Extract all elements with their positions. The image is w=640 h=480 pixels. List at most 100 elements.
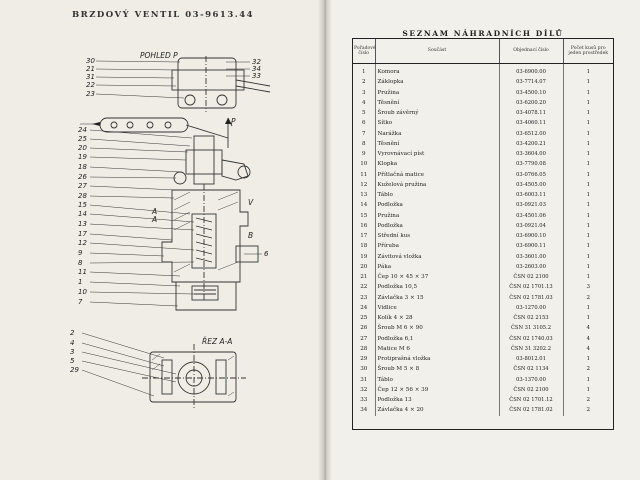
part-number: 34 bbox=[353, 405, 376, 416]
part-number: 28 bbox=[353, 343, 376, 354]
part-number: 4 bbox=[353, 97, 376, 108]
section-mark-v: V bbox=[248, 198, 254, 207]
view-label-pohled: POHLED P bbox=[140, 51, 178, 60]
part-number: 14 bbox=[353, 200, 376, 211]
quantity: 1 bbox=[586, 171, 591, 178]
callout-31: 31 bbox=[86, 73, 95, 81]
order-code: ČSN 02 2153 bbox=[499, 313, 564, 324]
callout-9: 9 bbox=[78, 249, 83, 257]
quantity: 1 bbox=[586, 222, 591, 229]
order-code: ČSN 02 2100 bbox=[499, 272, 564, 283]
quantity: 1 bbox=[586, 181, 591, 188]
quantity: 1 bbox=[586, 120, 591, 127]
order-code: 03-3604.00 bbox=[499, 149, 564, 160]
order-code: 03-7790.08 bbox=[499, 159, 564, 170]
quantity: 1 bbox=[586, 315, 591, 321]
order-code: 03-7714.07 bbox=[499, 77, 564, 88]
part-name: Kolík 4 × 28 bbox=[375, 313, 500, 324]
part-number: 17 bbox=[353, 231, 376, 242]
quantity: 1 bbox=[586, 161, 591, 168]
callout-18: 18 bbox=[78, 163, 87, 171]
quantity: 1 bbox=[586, 79, 591, 86]
callout-3: 3 bbox=[70, 348, 74, 356]
order-code: 03-4505.00 bbox=[499, 179, 564, 190]
part-name: Kuželová pružina bbox=[375, 179, 500, 190]
top-view-lever bbox=[235, 79, 271, 87]
callout-10: 10 bbox=[78, 288, 87, 296]
order-code: ČSN 02 1701.13 bbox=[499, 282, 564, 293]
header-order-code: Objednací číslo bbox=[499, 39, 564, 64]
lower-spring bbox=[191, 285, 219, 301]
callout-32: 32 bbox=[252, 58, 261, 66]
quantity: 1 bbox=[586, 110, 591, 116]
callout-30: 30 bbox=[86, 57, 95, 65]
order-code: 03-6900.00 bbox=[499, 63, 564, 78]
order-code: 03-4060.11 bbox=[499, 118, 564, 129]
order-code: 03-4501.06 bbox=[499, 210, 564, 221]
quantity: 2 bbox=[586, 366, 591, 373]
order-code: 03-3601.00 bbox=[499, 251, 564, 262]
part-number: 32 bbox=[353, 384, 376, 395]
parts-table: Pořadové číslo Součást Objednací číslo P… bbox=[353, 39, 613, 416]
top-view-pin-left bbox=[184, 94, 196, 106]
part-name: Příruba bbox=[375, 241, 500, 252]
callout-27: 27 bbox=[78, 182, 87, 190]
part-name: Záklopka bbox=[375, 77, 500, 88]
part-name: Pružina bbox=[375, 210, 500, 221]
part-name: Táblo bbox=[375, 374, 500, 385]
order-code: 03-0766.05 bbox=[499, 169, 564, 180]
section-body bbox=[149, 351, 237, 403]
callout-25: 25 bbox=[78, 135, 87, 143]
order-code: 03-8012.01 bbox=[499, 354, 564, 365]
part-number: 23 bbox=[353, 292, 376, 303]
callout-8: 8 bbox=[78, 259, 83, 267]
order-code: ČSN 02 1781.02 bbox=[499, 405, 564, 416]
lever-arm bbox=[221, 159, 249, 181]
callout-17: 17 bbox=[78, 230, 87, 238]
part-number: 20 bbox=[353, 261, 376, 272]
force-label: P bbox=[231, 117, 236, 126]
order-code: ČSN 02 1740.03 bbox=[499, 333, 564, 344]
order-code: 03-6900.10 bbox=[499, 231, 564, 242]
part-name: Podložka bbox=[375, 220, 500, 231]
part-name: Narážka bbox=[375, 128, 500, 139]
callout-23: 23 bbox=[86, 90, 95, 98]
part-name: Podložka 13 bbox=[375, 395, 500, 406]
header-quantity: Počet kusů pro jeden prostředek bbox=[563, 39, 613, 64]
top-view-bracket bbox=[171, 69, 245, 91]
order-code: 03-2603.00 bbox=[499, 261, 564, 272]
lever-link bbox=[185, 124, 229, 139]
part-name: Protiprašná vložka bbox=[375, 354, 500, 365]
quantity: 1 bbox=[586, 212, 591, 219]
part-name: Klopka bbox=[375, 159, 500, 170]
quantity: 1 bbox=[586, 151, 591, 157]
quantity: 4 bbox=[586, 345, 591, 352]
part-name: Šroub M 5 × 8 bbox=[375, 364, 500, 375]
callout-5: 5 bbox=[70, 357, 75, 365]
quantity: 1 bbox=[586, 192, 591, 198]
quantity: 2 bbox=[586, 397, 591, 403]
callout-15: 15 bbox=[78, 201, 87, 209]
part-number: 12 bbox=[353, 179, 376, 190]
part-number: 5 bbox=[353, 108, 376, 119]
part-number: 15 bbox=[353, 210, 376, 221]
quantity: 1 bbox=[586, 99, 591, 106]
callout-1: 1 bbox=[78, 278, 82, 286]
part-name: Těsnění bbox=[375, 138, 500, 149]
part-name: Závlačka 4 × 20 bbox=[375, 405, 500, 416]
order-code: ČSN 31 3105.2 bbox=[499, 323, 564, 334]
part-number: 19 bbox=[353, 251, 376, 262]
quantity: 1 bbox=[586, 304, 591, 311]
part-name: Matice M 6 bbox=[375, 343, 500, 354]
order-code: 03-1270.00 bbox=[499, 302, 564, 313]
quantity: 2 bbox=[586, 407, 591, 414]
